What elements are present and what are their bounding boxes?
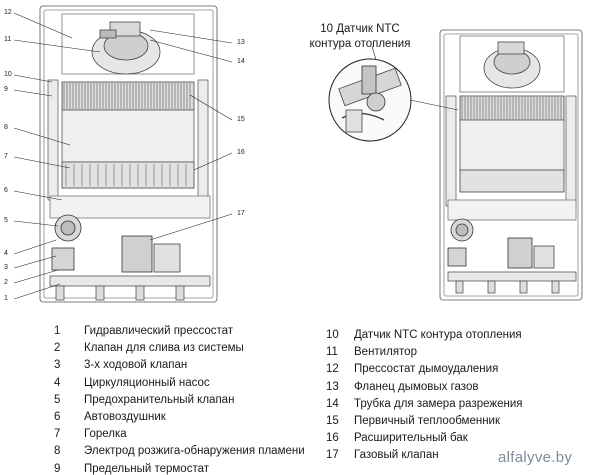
legend-number: 15 [326,414,339,427]
legend-number: 11 [326,346,338,359]
legend-number: 6 [54,410,61,423]
legend-number: 17 [326,449,339,462]
legend-item: 12 Прессостат дымоудаления [326,361,586,378]
legend-label: Предохранительный клапан [84,393,235,406]
legend-item: 14 Трубка для замера разрежения [326,396,586,413]
legend-item: 10 Датчик NTC контура отопления [326,327,586,344]
legend-label: Датчик NTC контура отопления [354,329,522,341]
legend-label: Вентилятор [354,346,417,359]
callout-number: 14 [237,58,245,65]
legend-number: 4 [54,376,61,389]
legend-item: 15 Первичный теплообменник [326,413,586,430]
legend-item: 9 Предельный термостат [54,461,324,475]
legend-number: 7 [54,428,61,441]
burner [61,161,195,189]
callout-number: 11 [4,36,12,43]
legend-number: 16 [326,432,339,445]
legend-item: 7 Горелка [54,426,324,443]
callout-number: 9 [4,86,8,93]
legend-left: 1 Гидравлический прессостат 2 Клапан для с… [54,323,324,475]
legend-label: 3-х ходовой клапан [84,359,188,372]
legend-label: Первичный теплообменник [354,414,501,427]
legend-item: 17 Газовый клапан [326,447,586,464]
legend-number: 8 [54,445,61,458]
legend-label: Предельный термостат [84,462,209,475]
legend-item: 8 Электрод розжига-обнаружения пламени [54,443,324,460]
callout-number: 6 [4,187,8,194]
watermark: alfalyve.by [498,449,573,466]
callout-number: 17 [237,210,245,217]
legend-label: Газовый клапан [354,449,439,462]
callout-number: 16 [237,149,245,156]
legend-number: 13 [326,380,339,393]
callout-number: 12 [4,9,12,16]
boiler-casing-right [439,29,583,301]
ntc-callout-line2: контура отопления [309,38,411,50]
legend-number: 5 [54,393,61,406]
legend-number: 1 [54,325,61,337]
legend-right: 10 Датчик NTC контура отопления 11 Вентиля… [326,327,586,465]
callout-number: 4 [4,250,8,257]
legend-label: Циркуляционный насос [84,376,210,389]
legend-number: 10 [326,329,339,341]
legend-item: 3 3-х ходовой клапан [54,357,324,374]
legend-label: Электрод розжига-обнаружения пламени [84,445,305,458]
legend-number: 14 [326,397,339,410]
callout-number: 2 [4,279,8,286]
ntc-callout-line1: Датчик NTC [336,23,400,35]
legend-label: Гидравлический прессостат [84,325,234,337]
legend-label: Трубка для замера разрежения [354,397,523,410]
boiler-casing [39,5,218,303]
callout-number: 15 [237,116,245,123]
legend-number: 9 [54,462,61,475]
legend-label: Клапан для слива из системы [84,342,244,355]
legend-label: Горелка [84,428,127,441]
ntc-callout-label: 10 Датчик NTC контура отопления [300,22,420,52]
legend-label: Расширительный бак [354,432,468,445]
legend-item: 13 Фланец дымовых газов [326,379,586,396]
legend-item: 11 Вентилятор [326,344,586,361]
legend-label: Автовоздушник [84,410,166,423]
ntc-callout-number: 10 [320,23,334,35]
gas-valve [121,235,153,273]
legend-number: 12 [326,363,339,376]
callout-number: 13 [237,39,245,46]
legend-item: 1 Гидравлический прессостат [54,323,324,340]
legend-item: 5 Предохранительный клапан [54,392,324,409]
callout-number: 8 [4,124,8,131]
legend-number: 2 [54,342,61,355]
callout-number: 3 [4,264,8,271]
legend-label: Фланец дымовых газов [354,380,479,393]
legend-item: 6 Автовоздушник [54,409,324,426]
callout-number: 1 [4,295,8,302]
legend-label: Прессостат дымоудаления [354,363,499,376]
callout-number: 10 [4,71,12,78]
legend-item: 2 Клапан для слива из системы [54,340,324,357]
legend-item: 4 Циркуляционный насос [54,375,324,392]
combustion-chamber [61,109,195,166]
legend-number: 3 [54,359,61,372]
callout-number: 5 [4,217,8,224]
callout-number: 7 [4,153,8,160]
ntc-sensor-zoom [328,45,459,142]
legend-item: 16 Расширительный бак [326,430,586,447]
